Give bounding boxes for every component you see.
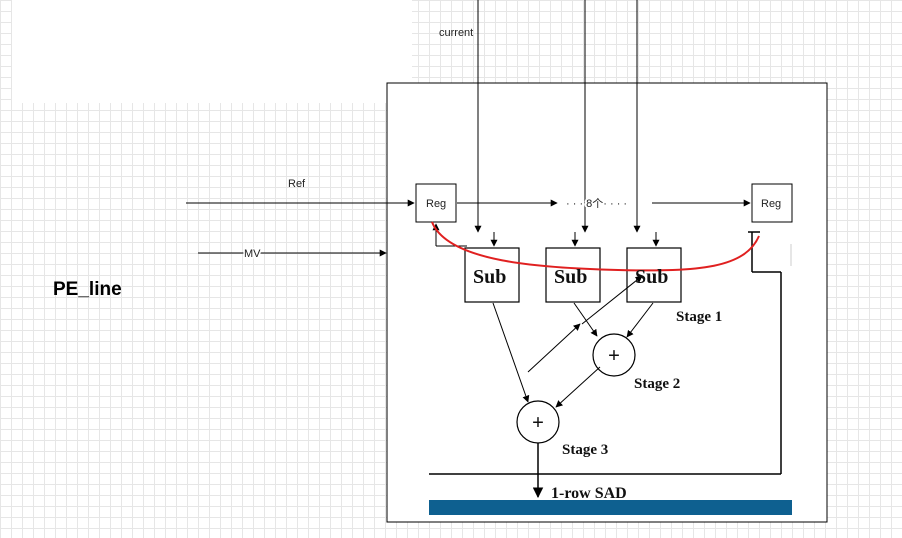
reg-left-box	[415, 183, 457, 223]
canvas-patch	[12, 0, 412, 103]
sub1-to-adder3-arrow	[492, 302, 530, 403]
adder-stage2	[592, 333, 636, 377]
stage3-label: Stage 3	[562, 442, 608, 458]
ref-label: Ref	[288, 178, 306, 190]
reg-left-label: Reg	[426, 198, 446, 210]
sub-label-1: Sub	[473, 266, 506, 288]
sub3-to-adder-arrow	[626, 302, 654, 338]
stage1-label: Stage 1	[676, 309, 722, 325]
sub-box-1	[464, 247, 520, 303]
sub-box-2	[545, 247, 601, 303]
current-label: current	[439, 27, 473, 39]
adder-plus-stage3: +	[532, 410, 544, 434]
sub2-to-adder-arrow	[573, 302, 598, 337]
reg-count-label: · · · 8个· · · ·	[566, 197, 627, 210]
red-annotation-curve	[431, 221, 760, 272]
diag-arrow-2	[581, 275, 643, 325]
sub-label-3: Sub	[635, 266, 668, 288]
reg-right-box	[751, 183, 793, 223]
mv-label: MV	[244, 248, 261, 260]
pe-frame	[386, 82, 828, 523]
adder-plus-stage2: +	[608, 343, 620, 367]
sub-box-3	[626, 247, 682, 303]
sub-label-2: Sub	[554, 266, 587, 288]
output-bar	[429, 500, 792, 515]
adder2-to-adder3-arrow	[555, 366, 601, 408]
output-label: 1-row SAD	[551, 485, 627, 502]
diag-arrow-1	[527, 323, 581, 373]
stage2-label: Stage 2	[634, 376, 680, 392]
reg-right-label: Reg	[761, 198, 781, 210]
pe-line-title: PE_line	[53, 279, 122, 300]
